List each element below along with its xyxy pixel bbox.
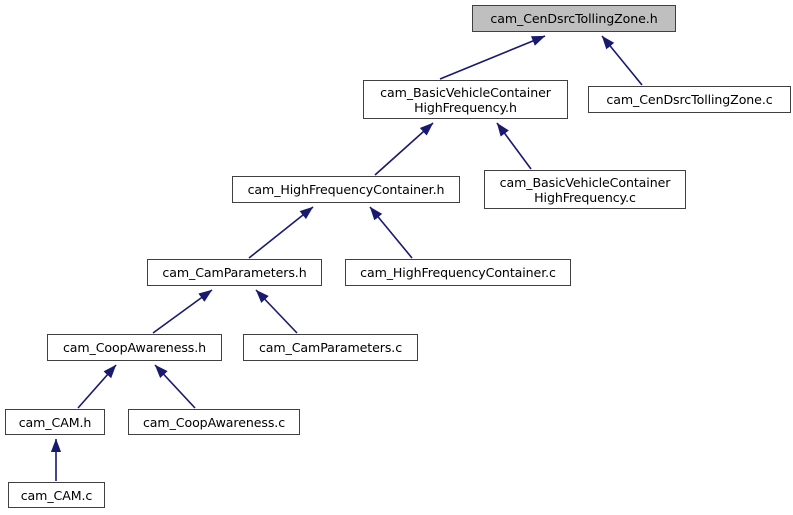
edge-basic_vehicle_container_high_frequency_c-to-basic_vehicle_container_high_frequency_h (496, 122, 532, 170)
node-cam-basicvehiclecontainerhighfrequency-h[interactable]: cam_BasicVehicleContainer HighFrequency.… (363, 80, 568, 119)
node-cam-highfrequencycontainer-h[interactable]: cam_HighFrequencyContainer.h (232, 176, 460, 203)
node-label: cam_BasicVehicleContainer HighFrequency.… (380, 84, 551, 115)
edge-coop_awareness_h-to-cam_parameters_h (152, 289, 213, 334)
node-cam-highfrequencycontainer-c[interactable]: cam_HighFrequencyContainer.c (345, 259, 571, 286)
edge-cen_dsrc_tolling_zone_c-to-cen_dsrc_tolling_zone_h (601, 35, 643, 86)
node-cam-cendsrctollingzone-c[interactable]: cam_CenDsrcTollingZone.c (588, 86, 791, 113)
edge-cam_parameters_h-to-high_frequency_container_h (248, 206, 314, 259)
edge-coop_awareness_c-to-coop_awareness_h (154, 364, 196, 409)
node-label: cam_HighFrequencyContainer.h (247, 182, 445, 197)
node-label: cam_CoopAwareness.h (62, 340, 207, 355)
node-cam-camparameters-c[interactable]: cam_CamParameters.c (243, 334, 418, 361)
node-cam-basicvehiclecontainerhighfrequency-c[interactable]: cam_BasicVehicleContainer HighFrequency.… (484, 170, 686, 209)
node-label: cam_CAM.c (20, 487, 93, 503)
node-label: cam_CamParameters.h (162, 265, 307, 280)
node-cam-cendsrctollingzone-h[interactable]: cam_CenDsrcTollingZone.h (472, 5, 676, 32)
edge-cam_h-to-coop_awareness_h (77, 364, 117, 409)
node-cam-coopawareness-h[interactable]: cam_CoopAwareness.h (47, 334, 222, 361)
edge-cam_parameters_c-to-cam_parameters_h (255, 289, 298, 334)
edge-high_frequency_container_c-to-high_frequency_container_h (369, 206, 413, 259)
node-cam-coopawareness-c[interactable]: cam_CoopAwareness.c (128, 409, 300, 435)
node-label: cam_BasicVehicleContainer HighFrequency.… (499, 174, 671, 205)
node-cam-camparameters-h[interactable]: cam_CamParameters.h (147, 259, 322, 286)
edge-basic_vehicle_container_high_frequency_h-to-cen_dsrc_tolling_zone_h (439, 35, 546, 80)
node-label: cam_CenDsrcTollingZone.c (606, 92, 773, 107)
node-cam-cam-h[interactable]: cam_CAM.h (5, 409, 105, 435)
node-label: cam_CamParameters.c (258, 340, 403, 355)
node-cam-cam-c[interactable]: cam_CAM.c (8, 482, 105, 508)
edge-high_frequency_container_h-to-basic_vehicle_container_high_frequency_h (374, 122, 434, 176)
node-label: cam_CoopAwareness.c (142, 414, 286, 430)
node-label: cam_CAM.h (18, 414, 92, 430)
node-label: cam_CenDsrcTollingZone.h (490, 11, 658, 26)
node-label: cam_HighFrequencyContainer.c (360, 265, 556, 280)
